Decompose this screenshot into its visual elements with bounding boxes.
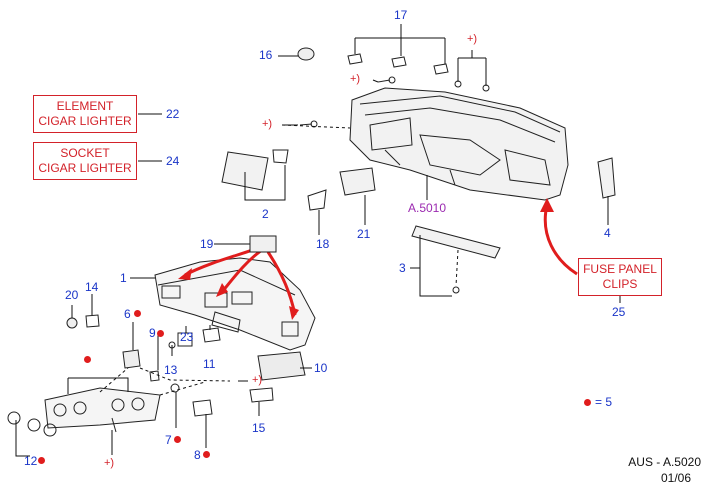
element-cigar-lighter-box: ELEMENT CIGAR LIGHTER bbox=[33, 95, 137, 133]
marker-dot bbox=[38, 457, 45, 464]
callout-20: 20 bbox=[65, 288, 79, 302]
callout-12: 12 bbox=[24, 454, 38, 468]
callout-4: 4 bbox=[604, 226, 611, 240]
fuse-panel-clips-line2: CLIPS bbox=[602, 277, 638, 291]
marker-dot bbox=[157, 330, 164, 337]
marker-dot bbox=[174, 436, 181, 443]
callout-19: 19 bbox=[200, 237, 214, 251]
plus-marker-bottom: +) bbox=[104, 457, 115, 469]
fuse-panel-clips-box: FUSE PANEL CLIPS bbox=[578, 258, 662, 296]
socket-cigar-lighter-line1: SOCKET bbox=[60, 146, 110, 160]
drawing-code: AUS - A.5020 bbox=[628, 455, 701, 469]
plus-marker-switch: +) bbox=[252, 374, 263, 386]
element-cigar-lighter-line2: CIGAR LIGHTER bbox=[38, 114, 132, 128]
callout-17: 17 bbox=[394, 8, 408, 22]
callout-14: 14 bbox=[85, 280, 99, 294]
upper-dashboard-drawing bbox=[349, 87, 569, 201]
fuse-panel-clips-line1: FUSE PANEL bbox=[583, 262, 657, 276]
callout-2: 2 bbox=[262, 207, 269, 221]
callout-8: 8 bbox=[194, 448, 201, 462]
callout-22: 22 bbox=[166, 107, 180, 121]
callout-3: 3 bbox=[399, 261, 406, 275]
callout-13: 13 bbox=[164, 363, 178, 377]
marker-dot bbox=[84, 356, 91, 363]
plus-marker-left: +) bbox=[262, 118, 273, 130]
callout-9: 9 bbox=[149, 326, 156, 340]
plus-marker-mid: +) bbox=[350, 73, 361, 85]
callout-16: 16 bbox=[259, 48, 273, 62]
plus-marker-top: +) bbox=[467, 33, 478, 45]
callout-11: 11 bbox=[203, 357, 216, 371]
callout-1: 1 bbox=[120, 271, 127, 285]
callout-25: 25 bbox=[612, 305, 626, 319]
callout-15: 15 bbox=[252, 421, 266, 435]
reference-a5010: A.5010 bbox=[408, 201, 447, 215]
callout-10: 10 bbox=[314, 361, 328, 375]
lower-dashboard-drawing bbox=[154, 257, 316, 351]
socket-cigar-lighter-box: SOCKET CIGAR LIGHTER bbox=[33, 142, 137, 180]
callout-7: 7 bbox=[165, 433, 172, 447]
drawing-date: 01/06 bbox=[660, 471, 691, 485]
callout-23: 23 bbox=[180, 330, 194, 344]
socket-cigar-lighter-line2: CIGAR LIGHTER bbox=[38, 161, 132, 175]
callout-18: 18 bbox=[316, 237, 330, 251]
callout-24: 24 bbox=[166, 154, 180, 168]
legend-dot bbox=[584, 399, 591, 406]
legend-text: = 5 bbox=[595, 395, 613, 409]
marker-dot bbox=[134, 310, 141, 317]
callout-21: 21 bbox=[357, 227, 371, 241]
marker-dot bbox=[203, 451, 210, 458]
callout-6: 6 bbox=[124, 307, 131, 321]
element-cigar-lighter-line1: ELEMENT bbox=[56, 99, 114, 113]
